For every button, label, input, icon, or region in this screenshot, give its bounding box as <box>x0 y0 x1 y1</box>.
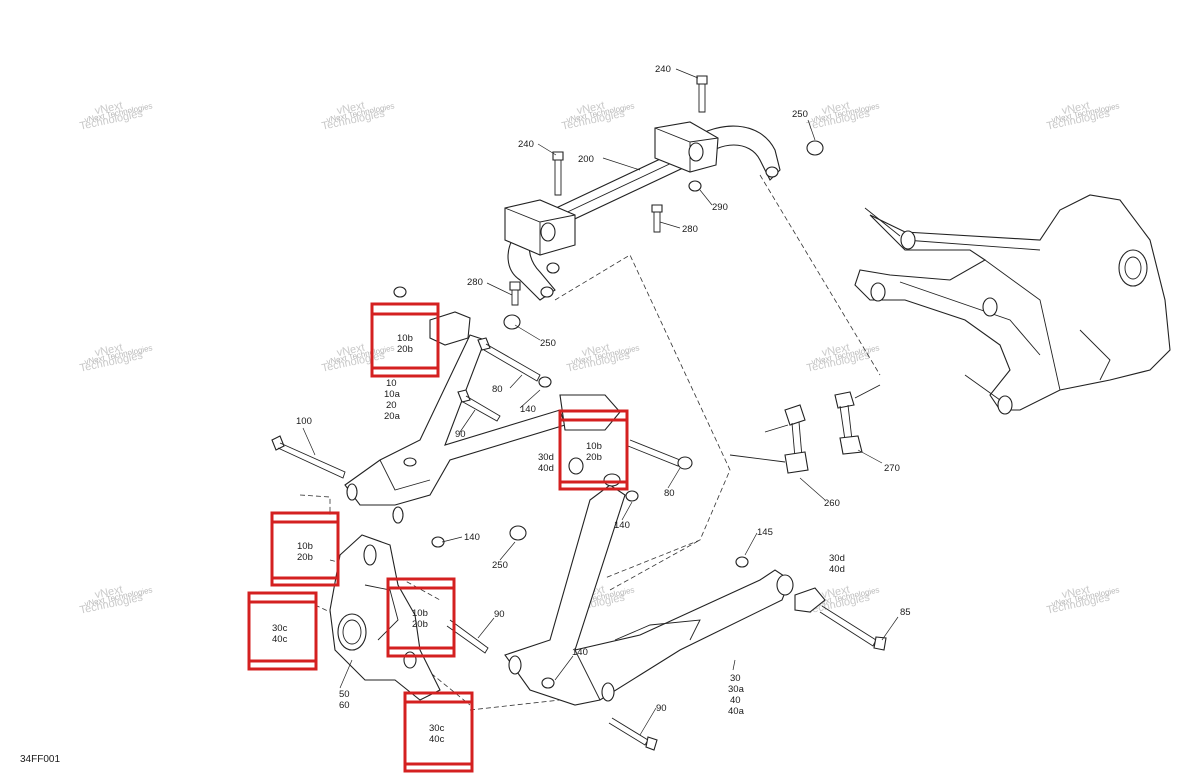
watermark-text: vNext <box>821 342 851 360</box>
part-labels: 240 240 250 200 290 280 280 250 100 10 1… <box>296 64 911 717</box>
watermark-text: vNext <box>94 342 124 360</box>
highlight-box[interactable]: 30c 40c <box>403 691 474 773</box>
watermark-text: vNext <box>1061 584 1091 602</box>
lower-a-arm <box>431 473 887 751</box>
highlight-label: 10b <box>412 608 428 619</box>
watermarks: vNext Technologies vNext Technologies vN… <box>79 100 1121 617</box>
part-label: 145 <box>757 527 773 538</box>
highlight-label: 30c <box>429 723 445 734</box>
highlight-box[interactable]: 10b 20b <box>270 511 340 587</box>
highlight-label: 20b <box>297 552 313 563</box>
highlight-box[interactable]: 10b 20b <box>386 577 456 658</box>
watermark-text: vNext <box>821 100 851 118</box>
part-label: 240 <box>518 139 534 150</box>
sway-bar-links <box>729 384 881 474</box>
part-label: 280 <box>467 277 483 288</box>
watermark-text: vNext <box>581 342 611 360</box>
part-label: 280 <box>682 224 698 235</box>
watermark-text: vNext <box>1061 100 1091 118</box>
part-label: 20 <box>386 400 397 411</box>
part-label: 30 <box>730 673 741 684</box>
part-label: 30a <box>728 684 745 695</box>
part-label: 40a <box>728 706 745 717</box>
highlight-label: 40c <box>272 634 288 645</box>
part-label: 10a <box>384 389 401 400</box>
upper-a-arm <box>271 286 693 524</box>
part-label: 240 <box>655 64 671 75</box>
part-label: 250 <box>540 338 556 349</box>
part-label: 20a <box>384 411 401 422</box>
assembled-suspension-view <box>854 194 1171 415</box>
highlight-box[interactable]: 10b 20b <box>370 302 440 378</box>
part-label: 90 <box>494 609 505 620</box>
part-label: 200 <box>578 154 594 165</box>
part-label: 250 <box>792 109 808 120</box>
highlight-label: 20b <box>412 619 428 630</box>
part-label: 140 <box>572 647 588 658</box>
highlight-box[interactable]: 30c 40c <box>247 591 318 671</box>
part-label: 80 <box>664 488 675 499</box>
leader-lines <box>302 68 899 736</box>
part-label: 250 <box>492 560 508 571</box>
highlight-box[interactable]: 10b 20b <box>558 409 629 491</box>
part-label: 90 <box>455 429 466 440</box>
part-label: 50 <box>339 689 350 700</box>
stabilizer-bar <box>503 75 824 330</box>
part-label: 40 <box>730 695 741 706</box>
watermark-text: vNext <box>576 100 606 118</box>
part-label: 270 <box>884 463 900 474</box>
watermark-text: vNext <box>336 342 366 360</box>
part-label: 260 <box>824 498 840 509</box>
watermark-text: vNext <box>94 100 124 118</box>
watermark-text: vNext <box>94 584 124 602</box>
part-label: 30d <box>538 452 554 463</box>
part-label: 40d <box>829 564 845 575</box>
highlight-label: 20b <box>397 344 413 355</box>
part-label: 30d <box>829 553 845 564</box>
part-label: 80 <box>492 384 503 395</box>
watermark-text: vNext <box>821 584 851 602</box>
part-label: 10 <box>386 378 397 389</box>
highlight-label: 40c <box>429 734 445 745</box>
part-label: 60 <box>339 700 350 711</box>
part-label: 140 <box>614 520 630 531</box>
figure-code: 34FF001 <box>20 754 61 765</box>
part-label: 140 <box>464 532 480 543</box>
highlight-label: 20b <box>586 452 602 463</box>
highlight-label: 10b <box>297 541 313 552</box>
knuckle <box>329 534 441 701</box>
highlight-label: 10b <box>397 333 413 344</box>
part-label: 140 <box>520 404 536 415</box>
part-label: 290 <box>712 202 728 213</box>
watermark-text: vNext <box>336 100 366 118</box>
part-label: 100 <box>296 416 312 427</box>
part-label: 40d <box>538 463 554 474</box>
part-label: 85 <box>900 607 911 618</box>
highlight-label: 10b <box>586 441 602 452</box>
part-label: 90 <box>656 703 667 714</box>
highlight-callouts: 10b 20b 10b 20b 10b 20b 10b 20b <box>247 302 629 773</box>
highlight-label: 30c <box>272 623 288 634</box>
